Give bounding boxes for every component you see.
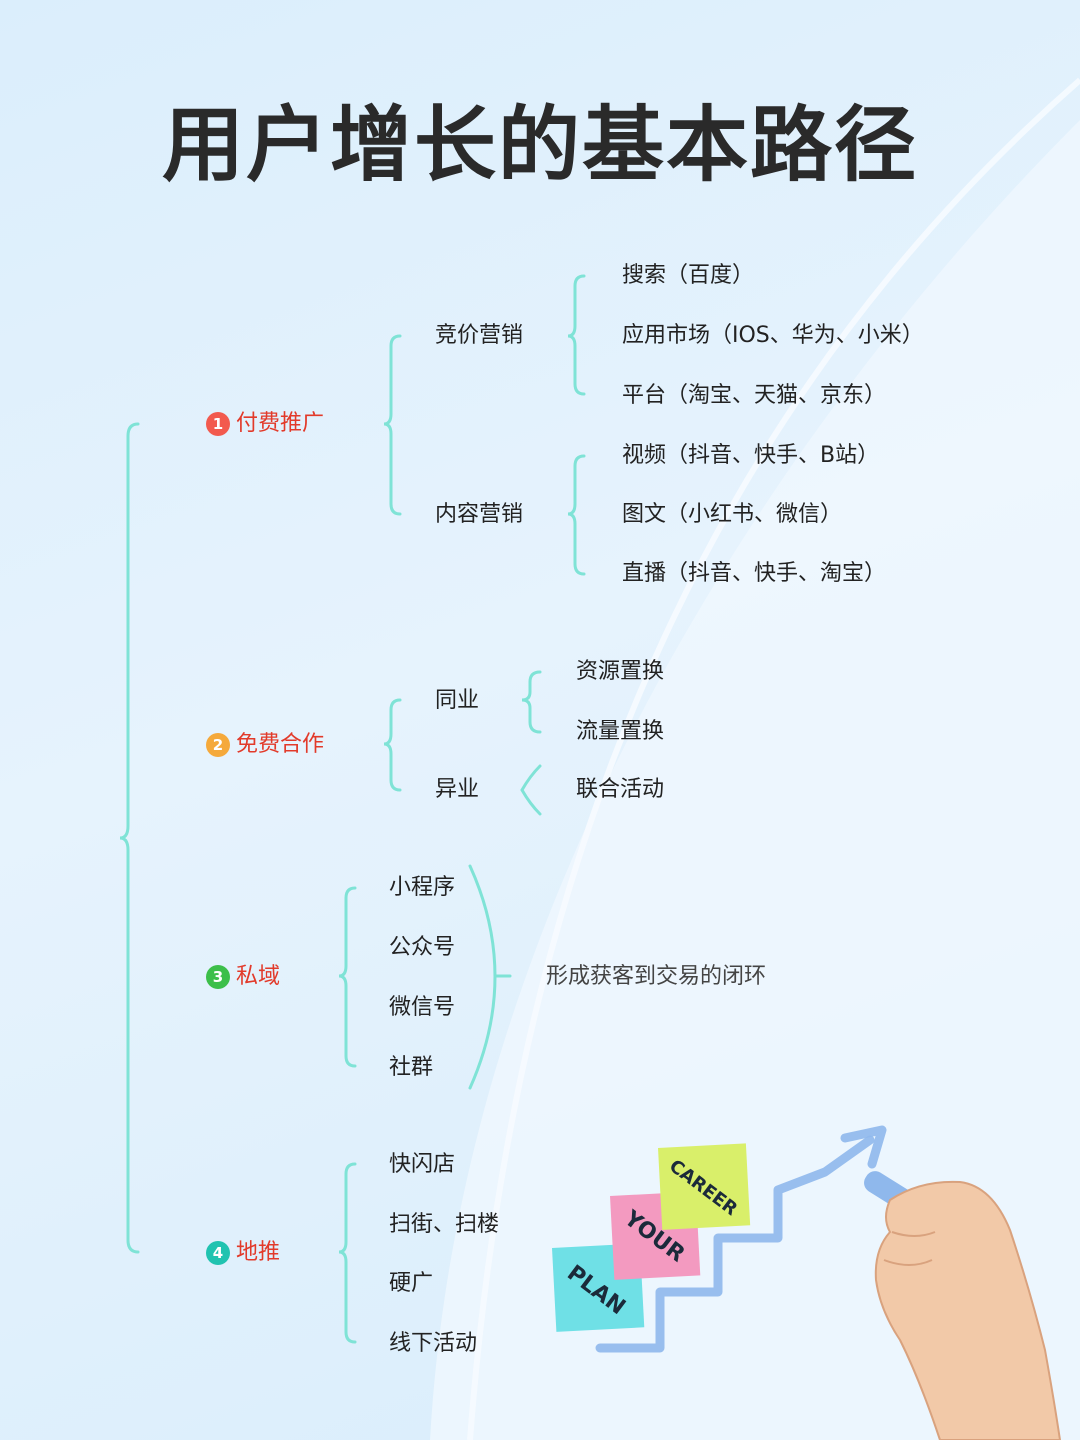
item-graphic: 图文（小红书、微信） — [622, 502, 843, 527]
item-platform: 平台（淘宝、天猫、京东） — [622, 383, 887, 408]
sub-bidding-marketing: 竞价营销 — [435, 323, 524, 348]
item-mini-program: 小程序 — [389, 875, 456, 900]
item-community: 社群 — [389, 1055, 434, 1080]
item-street-sweep: 扫街、扫楼 — [389, 1212, 500, 1237]
item-resource-swap: 资源置换 — [576, 659, 665, 684]
sub1-bracket — [567, 274, 586, 396]
sub2-bracket — [567, 454, 586, 576]
item-joint-event: 联合活动 — [576, 777, 665, 802]
yiye-bracket — [520, 764, 542, 816]
category-paid-promotion: 1 付费推广 — [206, 409, 324, 439]
item-video: 视频（抖音、快手、B站） — [622, 443, 880, 468]
cat3-close-arc — [468, 864, 497, 1090]
item-search: 搜索（百度） — [622, 263, 755, 288]
category-private-domain: 3 私域 — [206, 962, 280, 992]
sub-content-marketing: 内容营销 — [435, 502, 524, 527]
main-bracket — [119, 422, 140, 1254]
item-popup-store: 快闪店 — [389, 1152, 456, 1177]
item-offline-event: 线下活动 — [389, 1331, 478, 1356]
item-wechat-id: 微信号 — [389, 995, 456, 1020]
cat4-bracket — [338, 1162, 357, 1344]
sub-same-industry: 同业 — [435, 688, 480, 713]
number-badge: 1 — [206, 412, 230, 436]
category-offline-promotion: 4 地推 — [206, 1238, 280, 1268]
category-free-cooperation: 2 免费合作 — [206, 730, 324, 760]
item-traffic-swap: 流量置换 — [576, 719, 665, 744]
number-badge: 2 — [206, 733, 230, 757]
chalk-arrow — [595, 1135, 875, 1353]
cat3-bracket — [338, 886, 357, 1068]
career-plan-illustration: PLAN YOUR CAREER — [552, 1125, 1062, 1440]
category-label: 付费推广 — [236, 411, 325, 436]
item-live: 直播（抖音、快手、淘宝） — [622, 561, 887, 586]
number-badge: 4 — [206, 1241, 230, 1265]
cat2-bracket — [383, 698, 402, 792]
closed-loop-note: 形成获客到交易的闭环 — [546, 964, 767, 989]
item-official-account: 公众号 — [389, 935, 456, 960]
number-badge: 3 — [206, 965, 230, 989]
category-label: 地推 — [236, 1240, 281, 1265]
sticky-note-career: CAREER — [658, 1143, 751, 1230]
category-label: 私域 — [236, 964, 281, 989]
item-app-market: 应用市场（IOS、华为、小米） — [622, 323, 924, 348]
tongye-bracket — [521, 670, 542, 734]
sub-cross-industry: 异业 — [435, 777, 480, 802]
page-title: 用户增长的基本路径 — [161, 98, 918, 193]
item-hard-ads: 硬广 — [389, 1271, 434, 1296]
hand-icon — [874, 1180, 1062, 1440]
category-label: 免费合作 — [236, 732, 325, 757]
cat1-bracket — [383, 334, 402, 516]
